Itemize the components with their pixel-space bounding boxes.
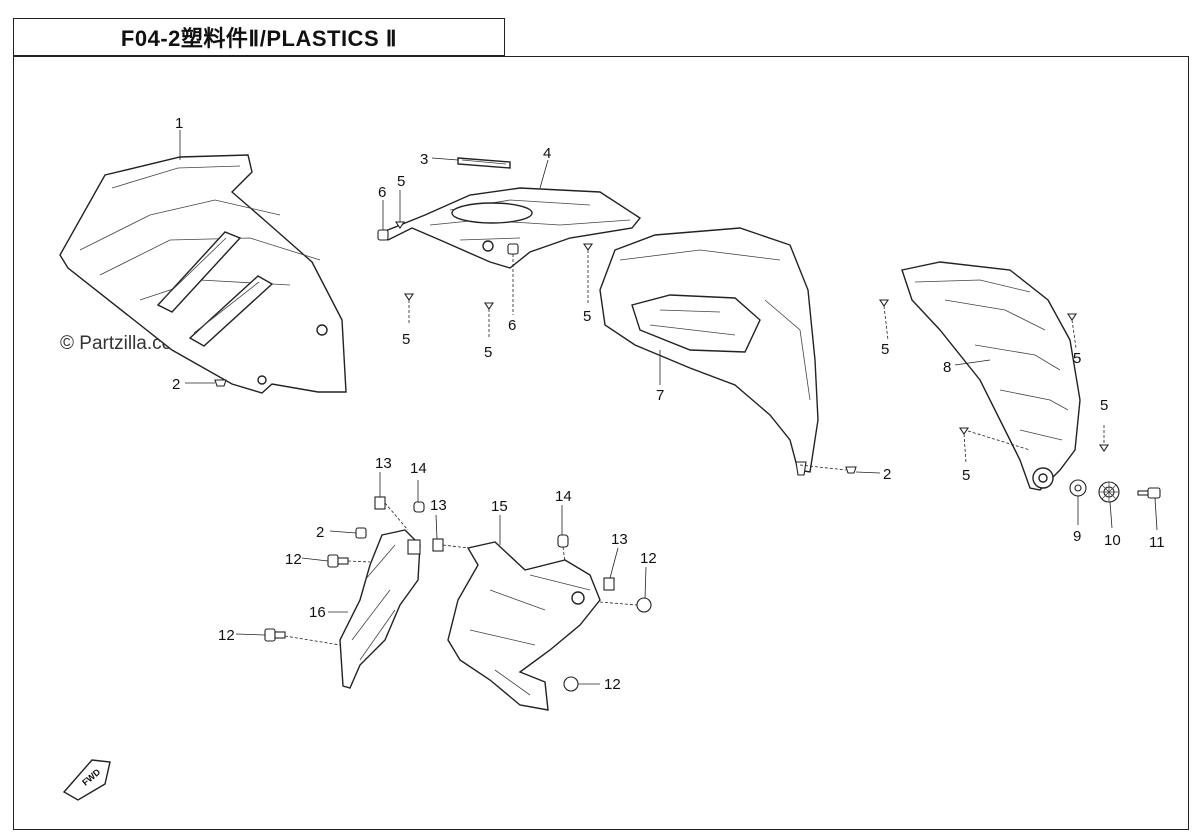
callout-5: 5: [484, 344, 492, 361]
callout-13: 13: [375, 455, 392, 472]
part-11-bolt[interactable]: [1137, 487, 1161, 499]
callout-5: 5: [962, 467, 970, 484]
callout-3: 3: [420, 151, 428, 168]
part-8-right-cover[interactable]: [901, 261, 1081, 491]
callout-labels: 1 2 2 2 3 4 5 5 5 5 5 5 5 5 6 6 7 8 9 10…: [172, 115, 1165, 693]
callout-10: 10: [1104, 532, 1121, 549]
callout-6: 6: [508, 317, 516, 334]
part-1-front-cover[interactable]: [59, 154, 347, 394]
callout-13: 13: [430, 497, 447, 514]
part-7-side-cover[interactable]: [599, 227, 819, 476]
callout-5: 5: [397, 173, 405, 190]
callout-1: 1: [175, 115, 183, 132]
fwd-arrow-icon: FWD: [62, 759, 111, 801]
callout-4: 4: [543, 145, 551, 162]
callout-2: 2: [172, 376, 180, 393]
leader-lines: [179, 130, 1158, 685]
part-15-lower-cover[interactable]: [447, 541, 601, 711]
part-10-grommet[interactable]: [1098, 481, 1120, 503]
callout-5: 5: [402, 331, 410, 348]
callout-6: 6: [378, 184, 386, 201]
callout-8: 8: [943, 359, 951, 376]
callout-13: 13: [611, 531, 628, 548]
callout-14: 14: [410, 460, 427, 477]
part-16-bracket[interactable]: [339, 529, 421, 689]
callout-5: 5: [1073, 350, 1081, 367]
callout-5: 5: [1100, 397, 1108, 414]
callout-9: 9: [1073, 528, 1081, 545]
fasteners[interactable]: [214, 221, 1110, 692]
callout-11: 11: [1149, 534, 1165, 551]
callout-12: 12: [640, 550, 657, 567]
callout-14: 14: [555, 488, 572, 505]
part-9-washer[interactable]: [1069, 479, 1087, 497]
callout-12: 12: [285, 551, 302, 568]
callout-5: 5: [881, 341, 889, 358]
part-3-trim-strip[interactable]: [457, 157, 511, 169]
part-4-upper-cover[interactable]: [381, 187, 642, 269]
callout-5: 5: [583, 308, 591, 325]
callout-16: 16: [309, 604, 326, 621]
diagram-title: F04-2塑料件Ⅱ/PLASTICS Ⅱ: [13, 18, 505, 56]
callout-15: 15: [491, 498, 508, 515]
callout-2: 2: [883, 466, 891, 483]
callout-12: 12: [604, 676, 621, 693]
callout-2: 2: [316, 524, 324, 541]
callout-12: 12: [218, 627, 235, 644]
callout-7: 7: [656, 387, 664, 404]
